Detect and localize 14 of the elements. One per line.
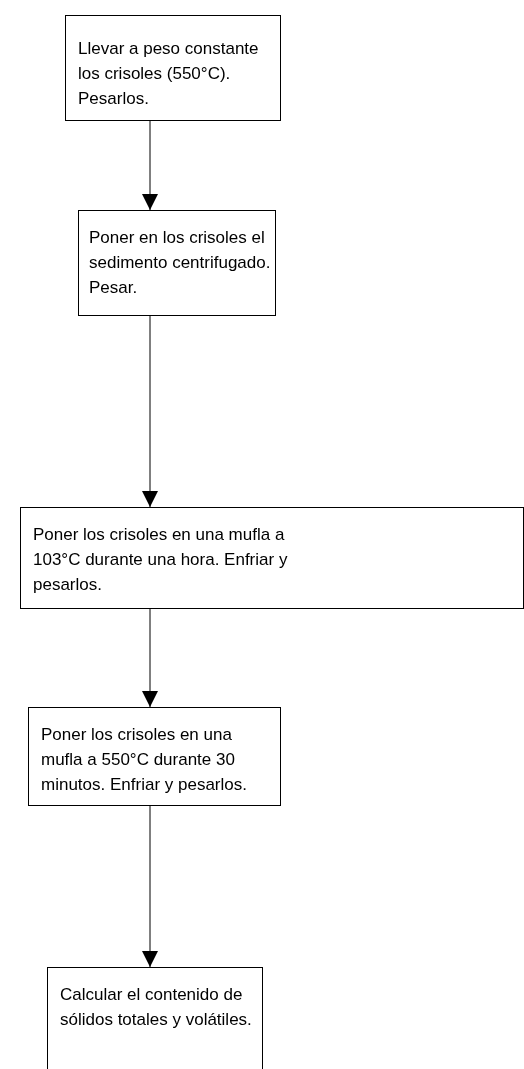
step-text: Llevar a peso constante los crisoles (550°C). Pesarlos. [78, 38, 260, 110]
step-text: Poner los crisoles en una mufla a 550°C durante 30 minutos. Enfriar y pesarlos. [41, 724, 248, 796]
arrow [142, 315, 158, 508]
arrow [142, 608, 158, 708]
process-box [20, 507, 524, 609]
process-box [47, 967, 263, 1069]
process-box [28, 707, 281, 806]
arrow [142, 805, 158, 968]
process-box [65, 15, 281, 121]
step-text: Calcular el contenido de sólidos totales y volátiles. [60, 984, 253, 1031]
process-box [78, 210, 276, 316]
arrow [142, 120, 158, 211]
step-text: Poner en los crisoles el sedimento centrifugado. Pesar. [89, 227, 272, 299]
step-text: Poner los crisoles en una mufla a 103°C durante una hora. Enfriar y pesarlos. [33, 524, 289, 596]
